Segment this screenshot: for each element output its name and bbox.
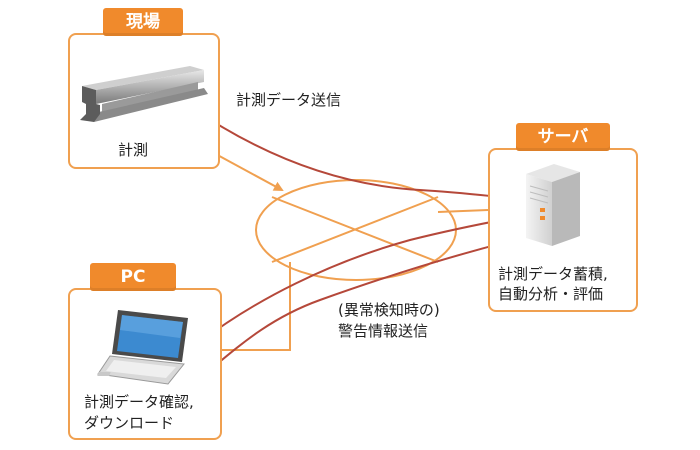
arrow-site-to-server bbox=[177, 97, 512, 203]
pc-network-connector bbox=[218, 262, 291, 351]
site-caption: 計測 bbox=[118, 141, 149, 159]
site-network-connector bbox=[211, 151, 284, 191]
pc-caption-line1: 計測データ確認, bbox=[84, 393, 194, 411]
arrow-pc-to-server bbox=[199, 214, 514, 343]
server-caption-line1: 計測データ蓄積, bbox=[498, 265, 608, 283]
network-server-connector bbox=[437, 209, 489, 213]
pc-tag: PC bbox=[90, 263, 176, 291]
alert-label-line2: 警告情報送信 bbox=[338, 322, 429, 340]
server-tag: サーバ bbox=[516, 123, 610, 151]
rail-icon bbox=[80, 66, 208, 122]
site-tag: 現場 bbox=[103, 8, 183, 36]
server-caption-line2: 自動分析・評価 bbox=[498, 285, 604, 303]
server-icon bbox=[526, 164, 580, 246]
network-cross-line bbox=[271, 196, 439, 263]
alert-label-line1: (異常検知時の) bbox=[338, 301, 440, 319]
pc-caption-line2: ダウンロード bbox=[84, 414, 175, 432]
send-data-label: 計測データ送信 bbox=[236, 91, 342, 109]
laptop-icon bbox=[97, 310, 188, 385]
arrow-server-to-pc bbox=[203, 239, 516, 376]
